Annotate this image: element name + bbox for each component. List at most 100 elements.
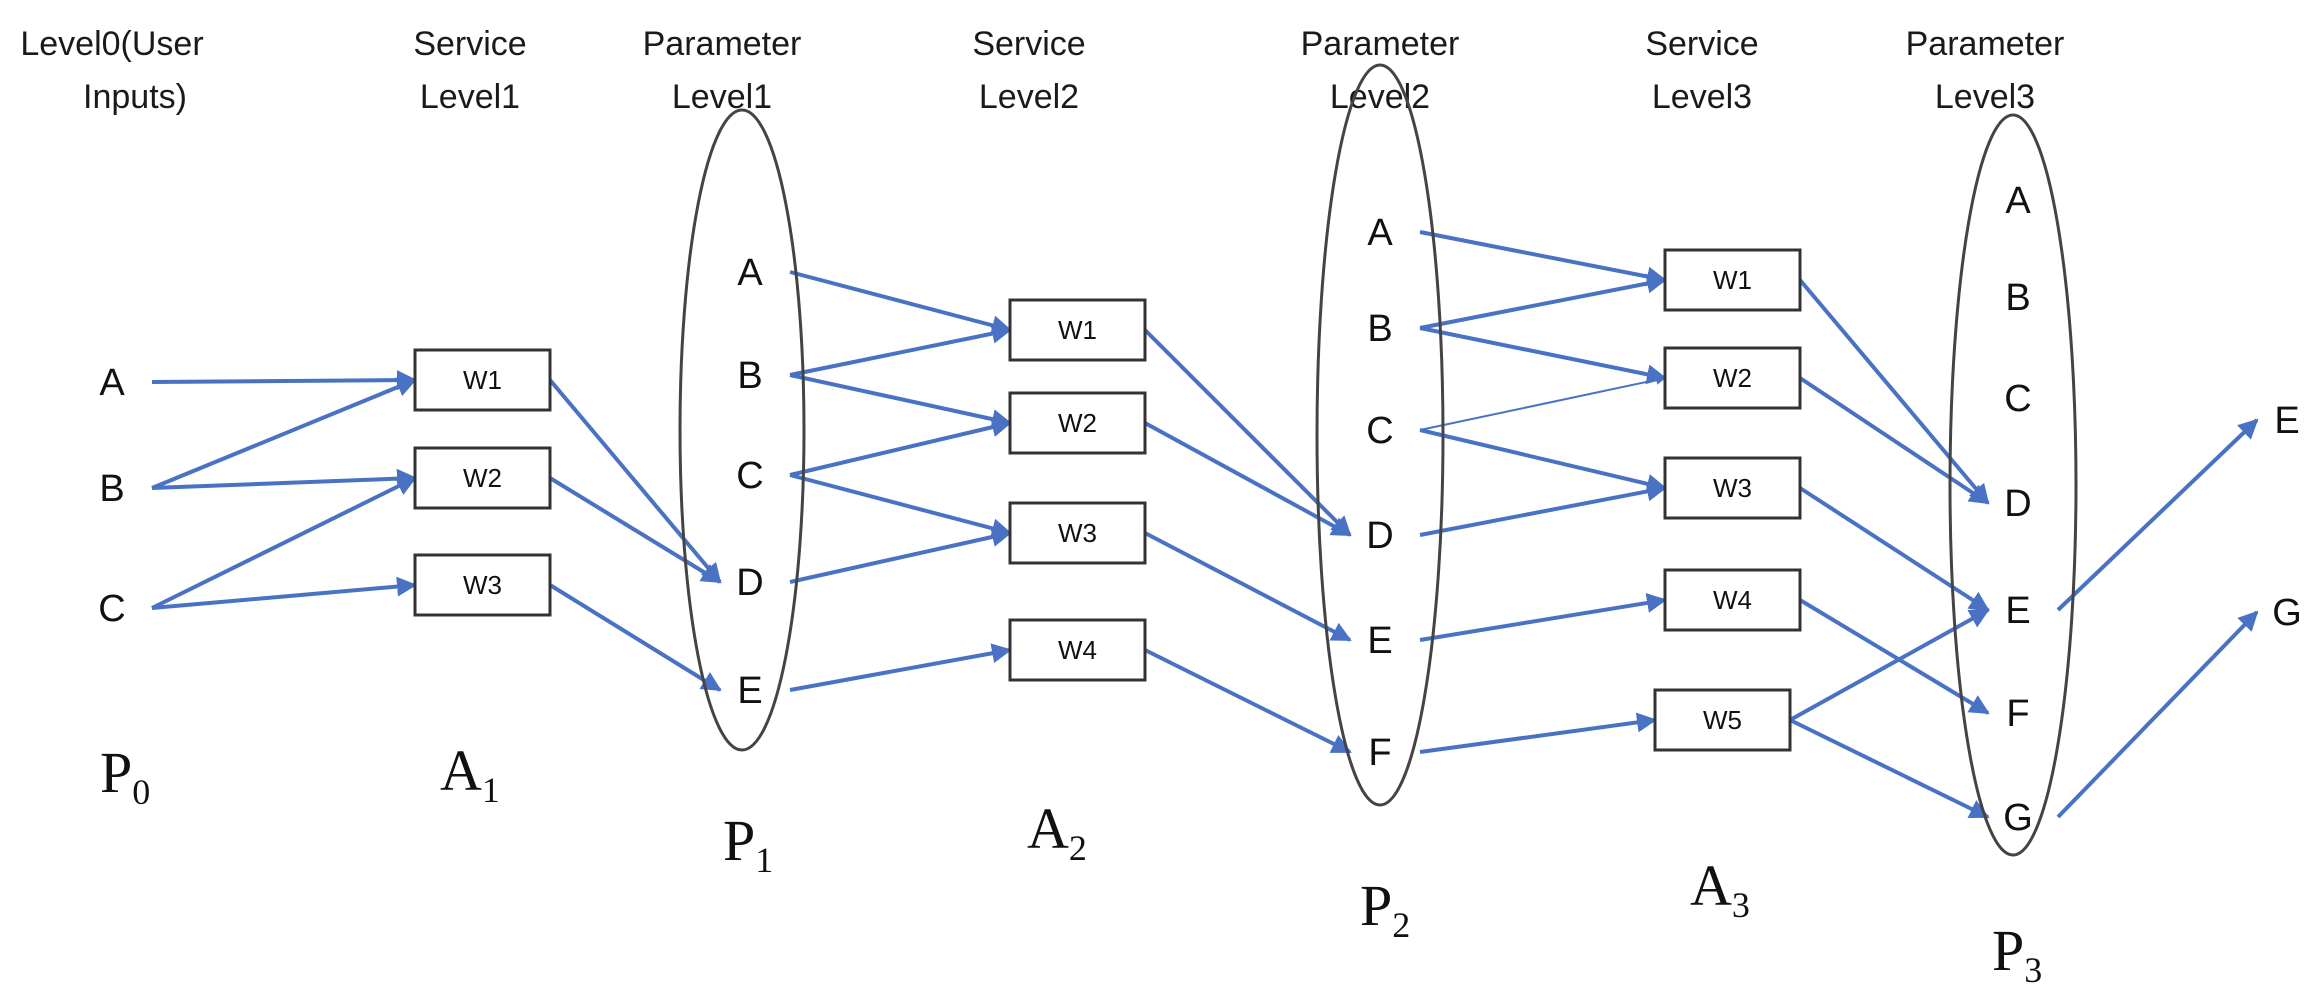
service-box-frame	[1008, 391, 1147, 455]
edge-a1-W3-to-p1-E	[548, 583, 722, 692]
param-node-p3-A: A	[2005, 180, 2031, 222]
symbol-a1: A1	[440, 738, 500, 810]
service-box-a1-W3: W3	[413, 553, 552, 617]
param-level2-ellipse	[1315, 63, 1445, 807]
service-box-frame	[413, 446, 552, 510]
symbol-p1: P1	[723, 808, 773, 880]
symbol-p2: P2	[1360, 873, 1410, 945]
service-box-a3-W5: W5	[1653, 688, 1792, 752]
edge-p3-G-to-out-G	[2056, 610, 2259, 819]
service-box-label: W1	[1058, 315, 1097, 345]
symbol-a2: A2	[1027, 796, 1087, 868]
header-level0-line1: Level0(User	[20, 25, 203, 63]
service-box-a3-W2: W2	[1663, 346, 1802, 410]
edge-p0-B-to-a1-W1	[151, 377, 417, 490]
param-node-p1-D: D	[736, 562, 763, 604]
param-node-p0-A: A	[99, 362, 125, 404]
service-box-a2-W1: W1	[1008, 298, 1147, 362]
param-node-p2-E: E	[1367, 620, 1392, 662]
header-service3-line1: Service	[1645, 25, 1758, 63]
service-box-a1-W2: W2	[413, 446, 552, 510]
header-service2-line1: Service	[972, 25, 1085, 63]
service-box-frame	[1663, 568, 1802, 632]
service-box-frame	[1663, 248, 1802, 312]
edge-p1-D-to-a2-W3	[789, 527, 1012, 584]
edge-p1-B-to-a2-W1	[789, 323, 1012, 377]
header-param1-line2: Level1	[672, 78, 772, 116]
edge-p2-A-to-a3-W1	[1419, 230, 1667, 287]
edge-a3-W1-to-p3-D	[1798, 278, 1990, 505]
param-node-p2-F: F	[1368, 732, 1391, 774]
edge-a2-W2-to-p2-D	[1144, 421, 1352, 537]
param-level3-ellipse	[1948, 113, 2078, 857]
param-node-p0-B: B	[99, 468, 124, 510]
edge-a2-W3-to-p2-E	[1144, 531, 1352, 642]
edge-a3-W2-to-p3-D	[1798, 376, 1990, 505]
header-param1-line1: Parameter	[643, 25, 802, 63]
edge-a1-W1-to-p1-D	[548, 378, 722, 584]
level-symbols: P0 A1 P1 A2 P2 A3 P3	[100, 738, 2042, 990]
service-box-label: W2	[1713, 363, 1752, 393]
edge-p1-C-to-a2-W2	[789, 417, 1012, 477]
service-box-label: W4	[1058, 635, 1097, 665]
edge-p3-E-to-out-E	[2056, 418, 2259, 612]
param-node-p3-G: G	[2003, 797, 2033, 839]
service-box-frame	[1008, 501, 1147, 565]
edge-p0-C-to-a1-W2	[151, 476, 417, 610]
param-node-p3-D: D	[2004, 483, 2031, 525]
service-box-label: W1	[1713, 265, 1752, 295]
service-box-a1-W1: W1	[413, 348, 552, 412]
service-box-frame	[1008, 618, 1147, 682]
header-param3-line2: Level3	[1935, 78, 2035, 116]
service-box-a2-W3: W3	[1008, 501, 1147, 565]
service-box-label: W2	[463, 463, 502, 493]
edge-a1-W2-to-p1-D	[548, 476, 722, 584]
service-box-a3-W1: W1	[1663, 248, 1802, 312]
service-box-frame	[413, 348, 552, 412]
param-node-out-E: E	[2274, 400, 2299, 442]
service-box-label: W1	[463, 365, 502, 395]
header-param2-line2: Level2	[1330, 78, 1430, 116]
service-box-label: W3	[1058, 518, 1097, 548]
symbol-p3: P3	[1992, 918, 2042, 990]
edge-a3-W3-to-p3-E	[1798, 486, 1990, 612]
header-service3-line2: Level3	[1652, 78, 1752, 116]
edge-p0-C-to-a1-W3	[151, 576, 417, 610]
param-node-p3-C: C	[2004, 378, 2031, 420]
param-node-p3-F: F	[2006, 693, 2029, 735]
param-node-p2-D: D	[1366, 515, 1393, 557]
edge-p2-C-to-a3-W2	[1419, 374, 1666, 431]
service-box-label: W3	[463, 570, 502, 600]
edge-p2-D-to-a3-W3	[1419, 481, 1667, 537]
param-node-out-G: G	[2272, 592, 2302, 634]
edge-a2-W4-to-p2-F	[1144, 648, 1352, 754]
service-box-frame	[1663, 456, 1802, 520]
service-box-a2-W4: W4	[1008, 618, 1147, 682]
service-box-label: W2	[1058, 408, 1097, 438]
service-box-frame	[1663, 346, 1802, 410]
header-service1-line2: Level1	[420, 78, 520, 116]
edge-a2-W1-to-p2-D	[1143, 328, 1352, 537]
edge-p1-B-to-a2-W2	[789, 373, 1012, 429]
service-box-frame	[1008, 298, 1147, 362]
service-box-frame	[1653, 688, 1792, 752]
header-service1-line1: Service	[413, 25, 526, 63]
symbol-a3: A3	[1690, 853, 1750, 925]
param-node-p2-A: A	[1367, 212, 1393, 254]
edge-p0-B-to-a1-W2	[151, 468, 417, 490]
header-param2-line1: Parameter	[1301, 25, 1460, 63]
edge-p2-C-to-a3-W3	[1419, 428, 1667, 494]
param-node-p1-C: C	[736, 455, 763, 497]
column-headers: Level0(User Inputs) Service Level1 Param…	[20, 25, 2064, 116]
param-node-p1-A: A	[737, 252, 763, 294]
edge-a3-W4-to-p3-F	[1798, 598, 1990, 715]
symbol-p0: P0	[100, 740, 150, 812]
edge-p1-A-to-a2-W1	[789, 270, 1012, 336]
edge-p1-E-to-a2-W4	[789, 643, 1012, 692]
param-node-p1-E: E	[737, 670, 762, 712]
edge-p2-B-to-a3-W2	[1419, 326, 1667, 385]
edge-p2-F-to-a3-W5	[1419, 712, 1657, 754]
